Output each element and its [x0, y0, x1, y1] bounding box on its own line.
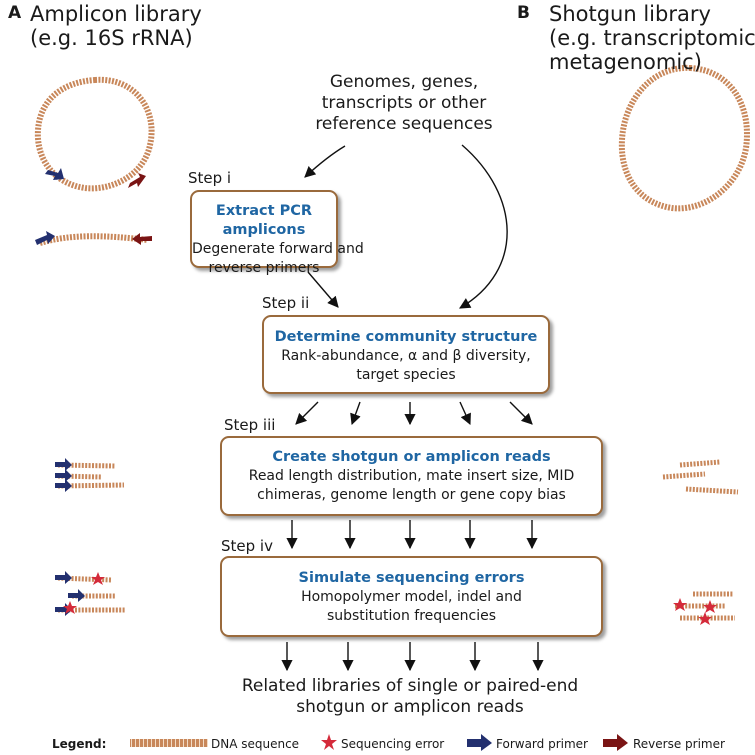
step-i-box: Extract PCR amplicons Degenerate forward…	[190, 190, 364, 276]
step-i-title: Extract PCR amplicons	[215, 203, 313, 238]
step-iii-label: Step iii	[224, 416, 276, 434]
forward-primer-icon	[55, 458, 72, 471]
panel-a-title: Amplicon library (e.g. 16S rRNA)	[30, 2, 202, 50]
step-iv-title: Simulate sequencing errors	[298, 570, 525, 586]
panel-b-letter: B	[517, 3, 530, 23]
sequencing-error-icon	[703, 600, 717, 613]
flow-arrows	[281, 144, 544, 672]
forward-primer-icon	[45, 168, 64, 180]
step-iv-body: Homopolymer model, indel and substitutio…	[301, 589, 522, 624]
reads-amplicon-errors	[55, 571, 125, 616]
sequencing-error-icon	[698, 612, 712, 625]
legend-dna-sequence: DNA sequence	[211, 737, 300, 751]
circular-genome-a	[34, 76, 155, 192]
legend-reverse-primer: Reverse primer	[633, 737, 725, 751]
forward-primer-icon	[55, 469, 72, 482]
panel-a-letter: A	[8, 3, 22, 23]
forward-primer-icon	[55, 571, 72, 584]
legend-title: Legend:	[52, 737, 107, 751]
reads-shotgun	[662, 459, 739, 495]
forward-primer-icon	[68, 589, 85, 602]
circular-genome-b	[618, 64, 750, 212]
forward-primer-icon	[467, 734, 492, 751]
forward-primer-icon	[55, 479, 72, 492]
step-ii-body: Rank-abundance, α and β diversity, targe…	[281, 348, 531, 383]
sequencing-error-icon	[91, 572, 105, 585]
dna-sequence-icon	[130, 739, 208, 747]
reverse-primer-icon	[128, 173, 146, 188]
linear-amplicon	[35, 231, 152, 246]
step-iv-box: Simulate sequencing errors Homopolymer m…	[220, 556, 603, 637]
reverse-primer-icon	[603, 734, 628, 751]
sequencing-error-icon	[321, 734, 337, 750]
step-i-label: Step i	[188, 169, 232, 187]
output-libraries-text: Related libraries of single or paired-en…	[241, 676, 579, 717]
sequencing-error-icon	[673, 598, 687, 611]
step-ii-title: Determine community structure	[274, 329, 538, 345]
sequencing-error-icon	[63, 601, 77, 614]
forward-primer-icon	[35, 231, 55, 245]
step-iii-title: Create shotgun or amplicon reads	[272, 449, 551, 465]
panel-b-title: Shotgun library (e.g. transcriptomic, me…	[549, 2, 755, 74]
reads-shotgun-errors	[673, 591, 735, 625]
step-i-body: Degenerate forward and reverse primers	[192, 241, 364, 276]
input-sources-text: Genomes, genes, transcripts or other ref…	[315, 72, 493, 134]
legend-sequencing-error: Sequencing error	[341, 737, 445, 751]
step-iii-body: Read length distribution, mate insert si…	[248, 468, 575, 503]
legend-icons	[130, 734, 628, 751]
step-iii-box: Create shotgun or amplicon reads Read le…	[220, 436, 603, 516]
reverse-primer-icon	[132, 233, 152, 245]
step-ii-label: Step ii	[262, 294, 310, 312]
legend-forward-primer: Forward primer	[496, 737, 588, 751]
step-ii-box: Determine community structure Rank-abund…	[262, 315, 550, 394]
reads-amplicon	[55, 458, 125, 492]
step-iv-label: Step iv	[221, 537, 273, 555]
